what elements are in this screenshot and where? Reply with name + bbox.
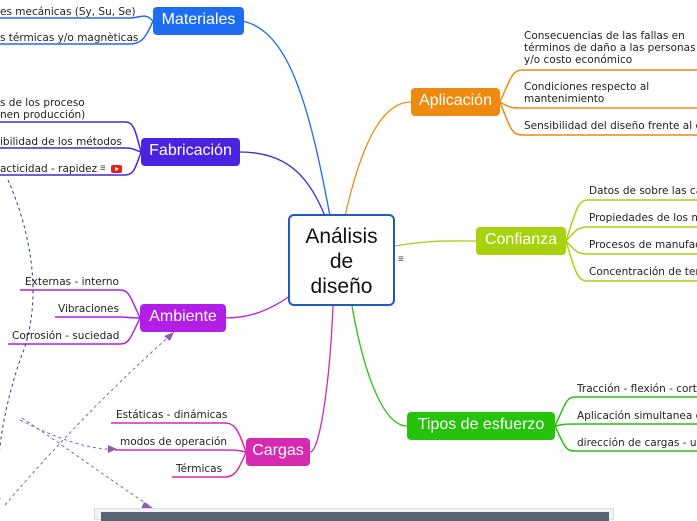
central-title-line-1: Análisis [305, 225, 378, 248]
note-lines-icon[interactable]: ≡ [398, 254, 404, 265]
note-lines-icon[interactable]: ≡ [100, 163, 106, 174]
link-materiales [241, 20, 331, 217]
link-ambiente [225, 295, 291, 319]
branch-cargas[interactable]: Cargas [246, 438, 310, 466]
leaf-ambiente-2[interactable]: Vibraciones [58, 303, 119, 315]
leaf-confianza-4[interactable]: Concentración de tens [589, 266, 697, 278]
image-preview-content [101, 512, 609, 521]
leaf-aplicacion-2b[interactable]: mantenimiento [524, 93, 605, 105]
central-topic[interactable]: Análisis de diseño [288, 214, 395, 306]
central-title-line-3: diseño [310, 275, 373, 298]
leaf-cargas-3[interactable]: Térmicas [176, 463, 223, 475]
branch-confianza[interactable]: Confianza [476, 227, 566, 255]
leaf-materiales-1[interactable]: es mecánicas (Sy, Su, Se) [0, 6, 136, 18]
branch-ambiente[interactable]: Ambiente [140, 304, 226, 332]
branch-confianza-label: Confianza [484, 231, 558, 248]
leaf-aplicacion-1b[interactable]: términos de daño a las personas [524, 42, 696, 54]
link-confianza [394, 240, 477, 247]
leaf-confianza-2[interactable]: Propiedades de los ma [589, 212, 697, 224]
leaf-esfuerzo-1[interactable]: Tracción - flexión - corte [577, 383, 697, 395]
relation-line-1 [0, 179, 34, 500]
leaf-esfuerzo-3[interactable]: dirección de cargas - un [577, 437, 697, 449]
embedded-image-preview[interactable] [94, 508, 614, 521]
leaf-fabricacion-1b[interactable]: nen producción) [0, 109, 86, 121]
branch-tipos-de-esfuerzo[interactable]: Tipos de esfuerzo [407, 412, 555, 440]
branch-fabricacion-label: Fabricación [149, 142, 232, 159]
branch-ambiente-label: Ambiente [149, 308, 217, 325]
leaf-aplicacion-1c[interactable]: y/o costo económico [524, 54, 633, 66]
leaf-fabricacion-3[interactable]: acticidad - rapidez [0, 163, 98, 175]
leaf-aplicacion-3[interactable]: Sensibilidad del diseño frente al co [524, 120, 697, 132]
branch-cargas-label: Cargas [252, 442, 304, 459]
youtube-icon[interactable] [111, 165, 122, 173]
leaf-fabricacion-1a[interactable]: s de los proceso [0, 97, 85, 109]
branch-materiales-label: Materiales [161, 11, 236, 28]
leaf-esfuerzo-2[interactable]: Aplicación simultanea de [577, 410, 697, 422]
leaf-ambiente-3[interactable]: Corrosión - suciedad [12, 330, 120, 342]
leaf-confianza-1[interactable]: Datos de sobre las ca [589, 185, 697, 197]
link-aplicacion [344, 101, 412, 217]
branch-fabricacion[interactable]: Fabricación [141, 138, 240, 166]
branch-esfuerzo-label: Tipos de esfuerzo [417, 416, 545, 433]
leaf-ambiente-1[interactable]: Externas - interno [25, 276, 119, 288]
central-title-line-2: de [329, 250, 354, 273]
leaf-aplicacion-2a[interactable]: Condiciones respecto al [524, 81, 650, 93]
leaf-aplicacion-1a[interactable]: Consecuencias de las fallas en [524, 30, 685, 42]
branch-materiales[interactable]: Materiales [153, 7, 244, 35]
relation-line-4 [21, 417, 151, 507]
leaf-cargas-2[interactable]: modos de operación [120, 436, 228, 448]
leaf-cargas-1[interactable]: Estáticas - dinámicas [116, 409, 228, 421]
relation-line-2 [4, 331, 175, 506]
relation-line-3 [19, 419, 116, 450]
branch-aplicacion[interactable]: Aplicación [411, 88, 500, 116]
leaf-confianza-3[interactable]: Procesos de manufact [589, 239, 697, 251]
link-fabricacion [239, 151, 326, 217]
leaf-fabricacion-2[interactable]: ibilidad de los métodos [0, 136, 122, 148]
link-esfuerzo [351, 305, 408, 427]
branch-aplicacion-label: Aplicación [419, 92, 492, 109]
link-cargas [309, 305, 334, 453]
leaf-materiales-2[interactable]: s térmicas y/o magnèticas [0, 32, 139, 44]
